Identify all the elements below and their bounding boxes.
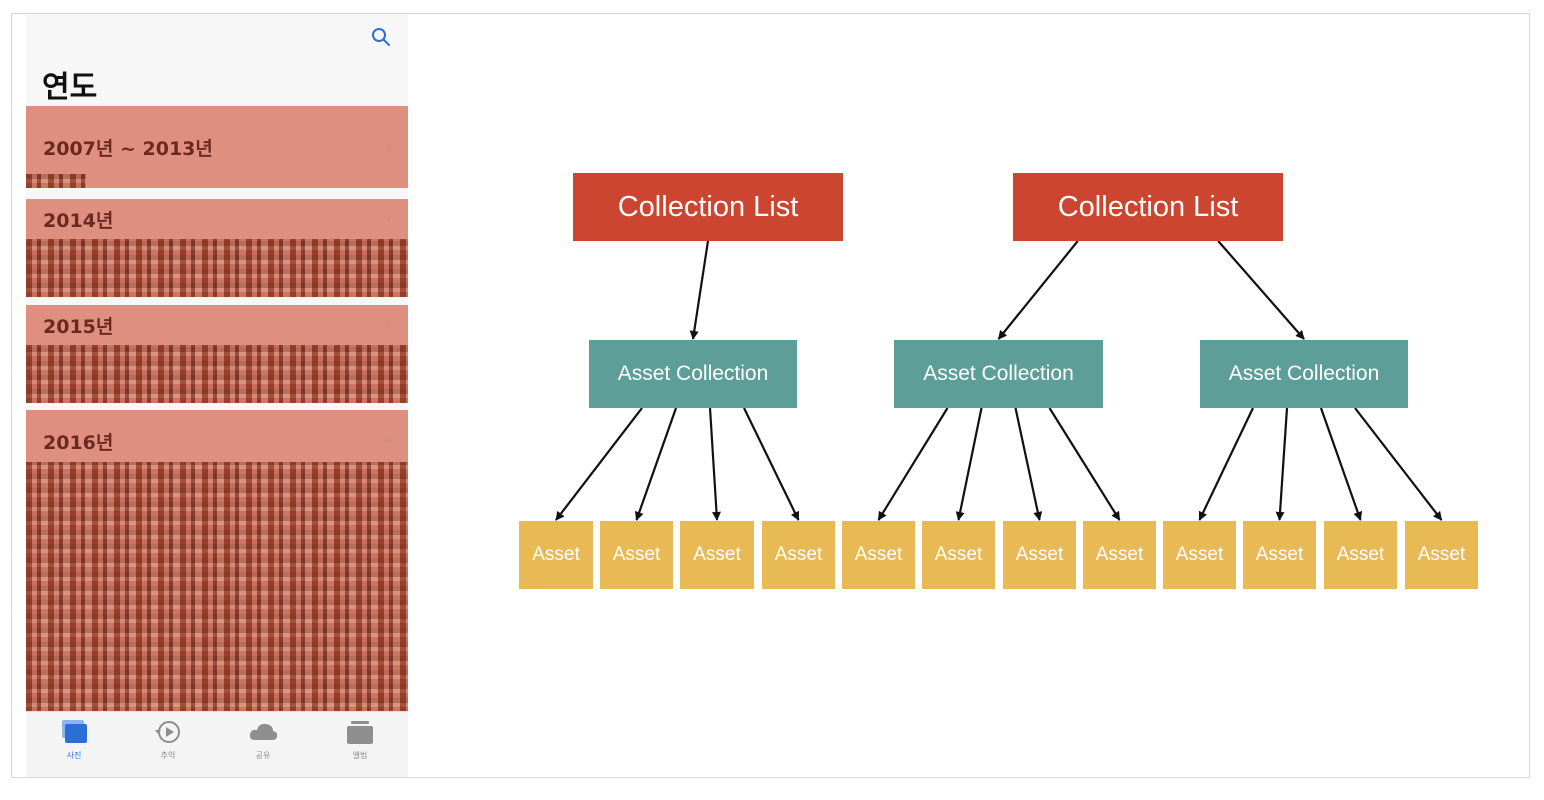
edge-arrow [1354,407,1443,521]
asset-collection-node: Asset Collection [589,340,797,408]
edge-arrow [1198,407,1254,521]
edge-arrow [1319,407,1363,521]
asset-node: Asset [519,521,593,589]
tab-label: 추억 [160,751,176,760]
asset-node: Asset [680,521,754,589]
tab-label: 공유 [255,751,271,760]
phone-screenshot: 연도 2007년 ~ 2013년 › 2014년 › 2015년 › 2016년… [26,14,408,777]
edge-arrow [634,407,678,521]
tab-label: 앨범 [352,751,368,760]
search-icon[interactable] [370,26,392,48]
year-row-2015[interactable]: 2015년 › [26,305,408,403]
edge-arrow [1014,407,1043,521]
year-label: 2007년 ~ 2013년 [43,138,213,160]
tab-albums[interactable]: 앨범 [330,716,390,774]
edge-arrow [708,407,721,521]
edge-arrow [689,240,710,340]
photo-mosaic [26,345,408,403]
edge-arrow [1217,240,1305,340]
asset-node: Asset [1003,521,1076,589]
year-label: 2016년 [43,432,114,454]
asset-node: Asset [600,521,673,589]
chevron-right-icon: › [384,136,392,157]
edge-arrow [997,240,1079,340]
asset-node: Asset [1324,521,1397,589]
year-row-2016[interactable]: 2016년 › [26,410,408,712]
edge-arrow [555,407,643,521]
asset-node: Asset [842,521,915,589]
asset-node: Asset [762,521,835,589]
asset-node: Asset [1083,521,1156,589]
edge-arrow [1048,407,1121,521]
asset-node: Asset [922,521,995,589]
chevron-right-icon: › [384,313,392,334]
photo-mosaic [26,174,86,188]
asset-node: Asset [1405,521,1478,589]
year-row-2007-2013[interactable]: 2007년 ~ 2013년 › [26,106,408,188]
edge-arrow [955,407,983,521]
albums-icon [347,721,373,744]
page-title: 연도 [42,70,98,105]
edge-arrow [743,407,800,521]
tab-photos[interactable]: 사진 [44,716,104,774]
year-label: 2014년 [43,210,114,232]
year-row-2014[interactable]: 2014년 › [26,199,408,297]
asset-node: Asset [1243,521,1316,589]
photos-icon [62,720,87,743]
asset-node: Asset [1163,521,1236,589]
year-label: 2015년 [43,316,114,338]
tab-shared[interactable]: 공유 [233,716,293,774]
chevron-right-icon: › [384,429,392,450]
chevron-right-icon: › [384,207,392,228]
edge-arrow [1275,407,1289,521]
tab-bar: 사진 추억 공유 앨범 [26,711,408,777]
collection-list-node: Collection List [573,173,843,241]
memories-icon [155,721,180,743]
photo-mosaic [26,462,408,712]
tab-memories[interactable]: 추억 [138,716,198,774]
tab-label: 사진 [66,751,82,760]
asset-collection-node: Asset Collection [894,340,1103,408]
collection-list-node: Collection List [1013,173,1283,241]
edge-arrow [877,407,949,521]
cloud-icon [249,723,278,740]
photo-mosaic [26,239,408,297]
asset-collection-node: Asset Collection [1200,340,1408,408]
